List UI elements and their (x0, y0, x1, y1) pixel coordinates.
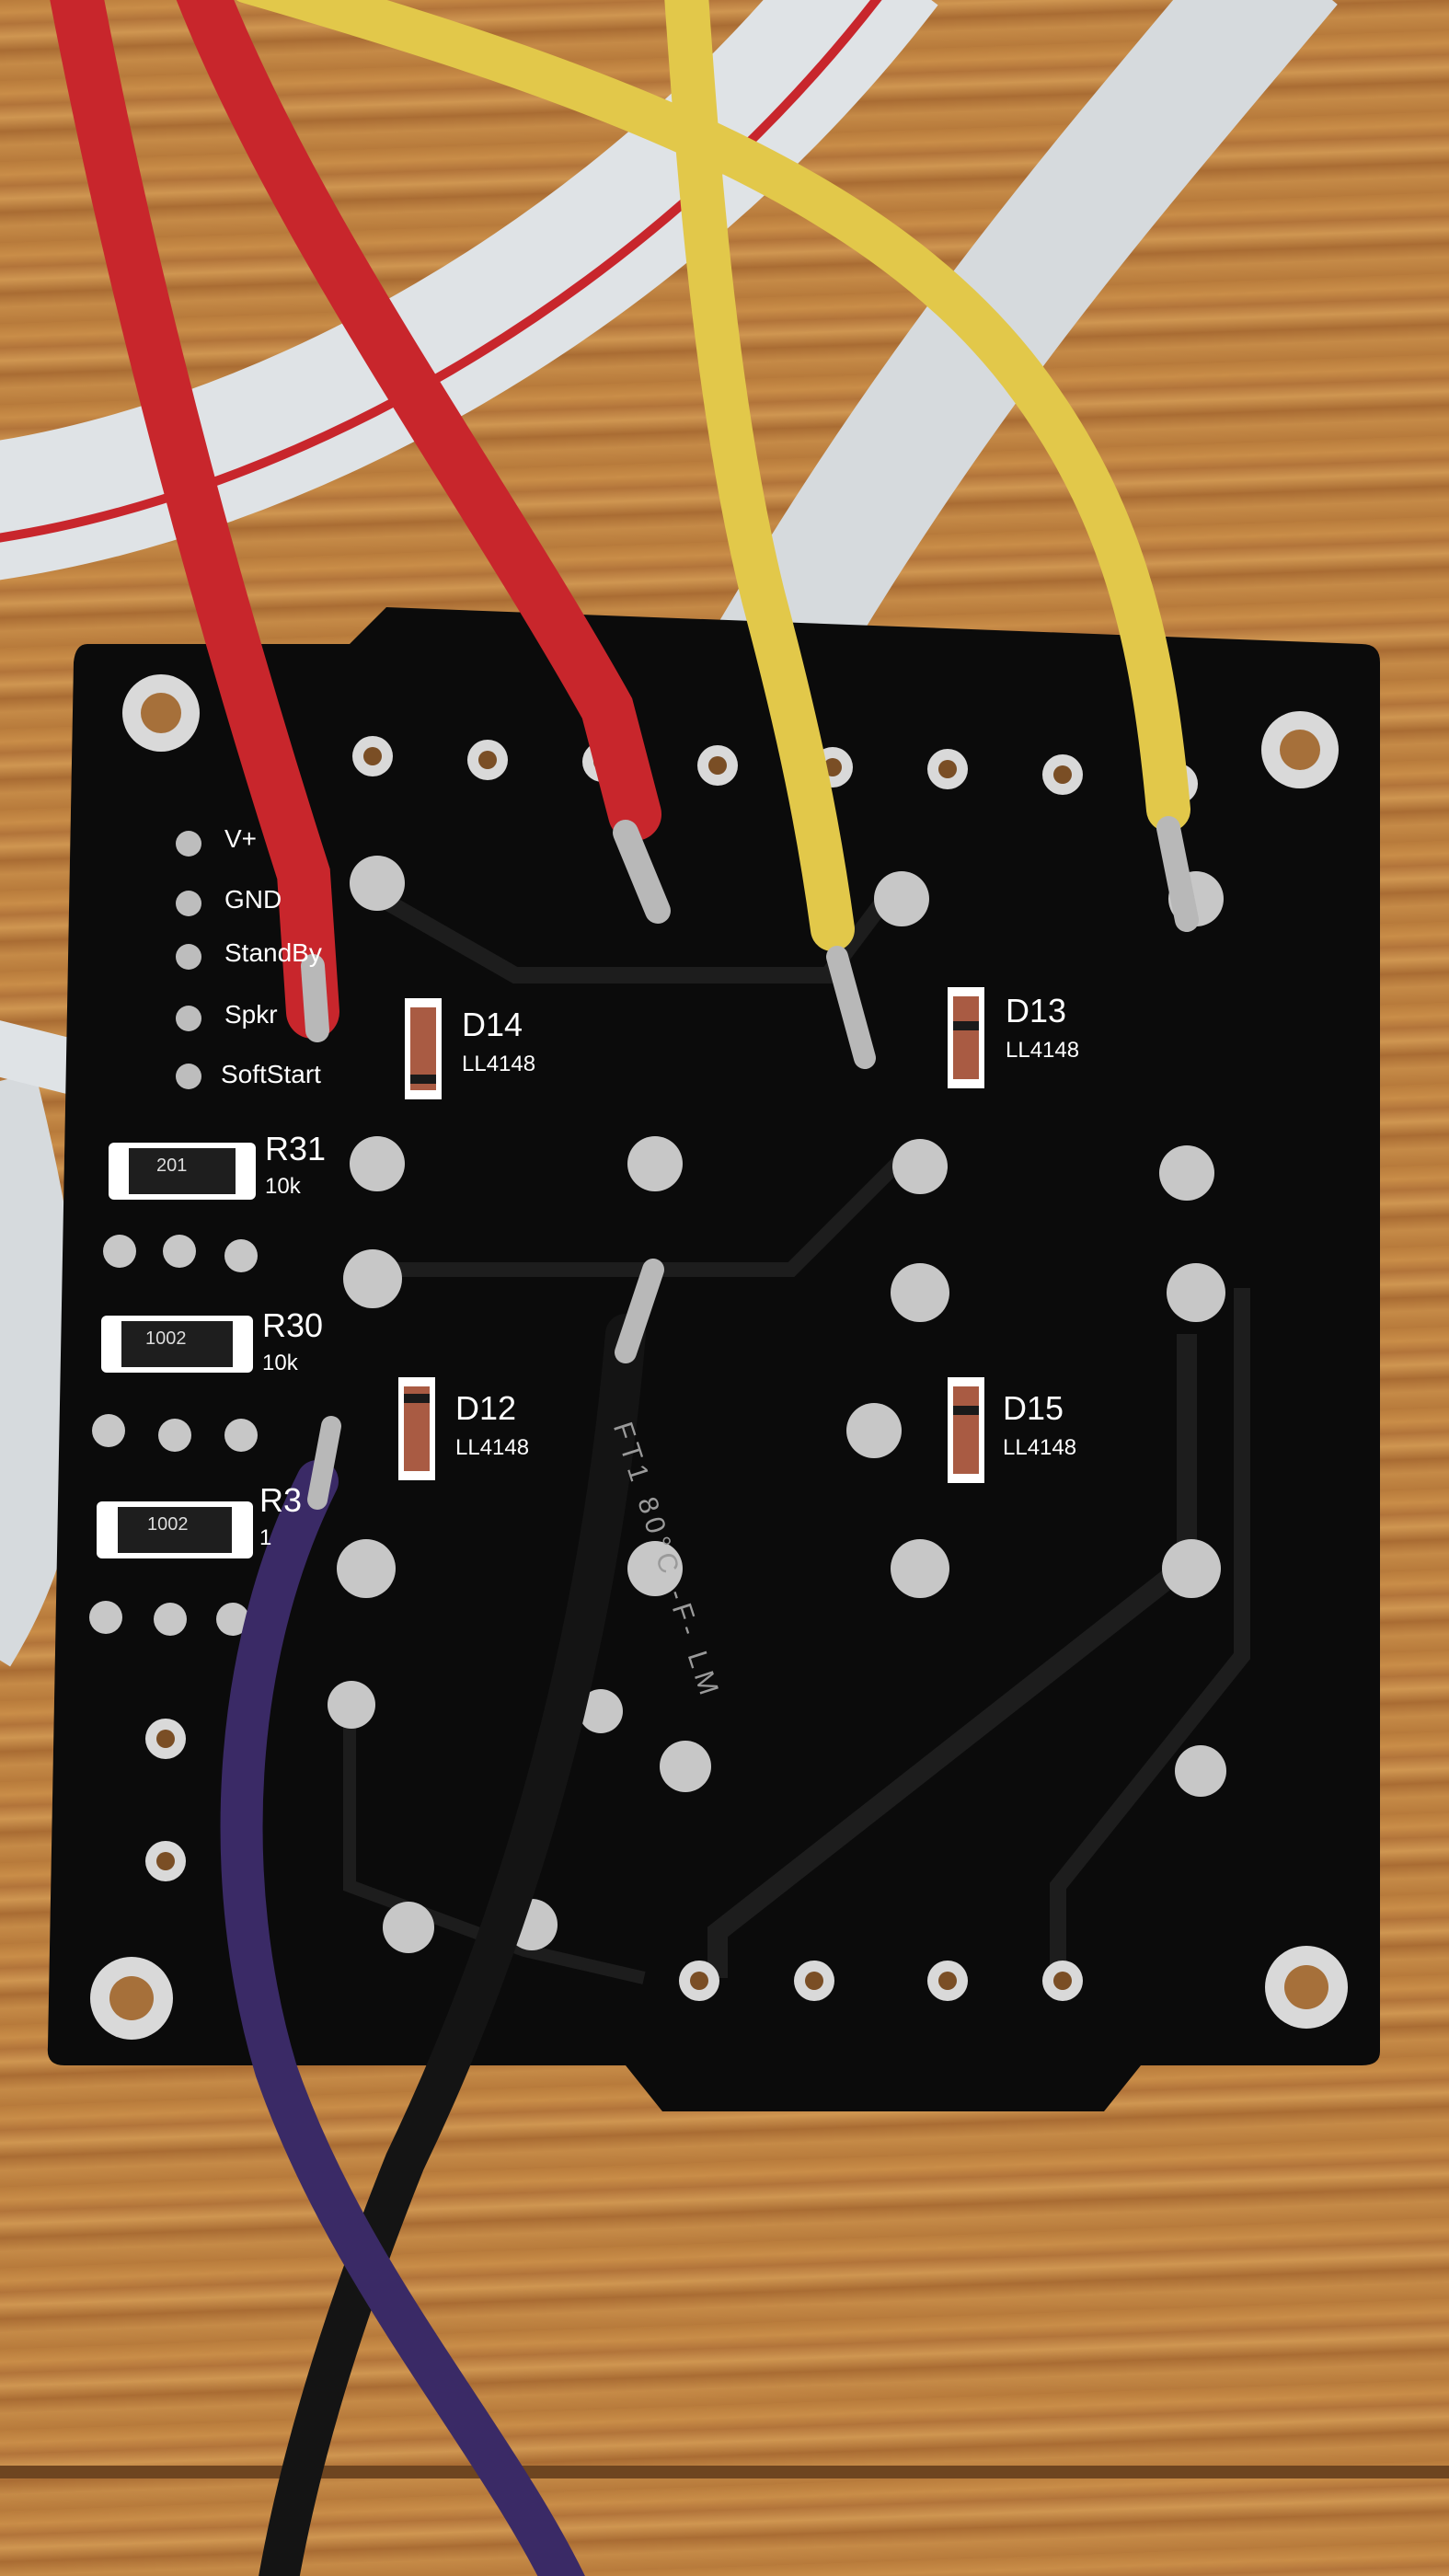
header-pads-top (352, 736, 1198, 804)
diode-d13 (948, 987, 984, 1088)
r31-ref-label: R31 (265, 1130, 327, 1167)
solder-joints (89, 856, 1226, 1953)
r3x-ref-label: R3 (259, 1481, 303, 1519)
ribbon-cable (0, 0, 1338, 1667)
wire-red-1 (50, 0, 339, 1042)
r3x-marking: 1002 (147, 1514, 189, 1535)
r31-marking: 201 (156, 1156, 188, 1176)
wire-purple (220, 1416, 585, 2576)
r30-marking: 1002 (145, 1328, 187, 1349)
r30-value-label: 10k (262, 1351, 298, 1375)
mounting-holes (90, 674, 1348, 2040)
r3x-value-label: 1 (259, 1525, 272, 1550)
r31-value-label: 10k (265, 1174, 301, 1199)
wire-red-2 (176, 0, 671, 924)
pin-header-pads (176, 831, 201, 1089)
pcb-board (47, 607, 1380, 2111)
header-pads-bottom (145, 1719, 1083, 2001)
pin-label-spkr: Spkr (224, 1000, 278, 1029)
d15-ref-label: D15 (1003, 1389, 1064, 1427)
resistor-r30 (101, 1316, 253, 1373)
wire-black (259, 1259, 664, 2576)
resistor-r3x (97, 1501, 253, 1558)
d15-value-label: LL4148 (1003, 1435, 1077, 1460)
d12-ref-label: D12 (455, 1389, 517, 1427)
d13-ref-label: D13 (1006, 992, 1067, 1029)
plank-gap (0, 2466, 1449, 2478)
d12-value-label: LL4148 (455, 1435, 530, 1460)
wire-yellow-1 (236, 0, 1199, 932)
d14-value-label: LL4148 (462, 1052, 536, 1076)
diode-d15 (948, 1377, 984, 1483)
d14-ref-label: D14 (462, 1006, 523, 1043)
d13-value-label: LL4148 (1006, 1038, 1080, 1063)
resistor-r31 (109, 1143, 256, 1200)
pin-label-softstart: SoftStart (221, 1060, 321, 1088)
wire-yellow-2 (664, 0, 876, 1069)
diode-d14 (405, 998, 442, 1099)
pin-label-v-plus: V+ (224, 824, 258, 853)
pin-label-standby: StandBy (224, 938, 322, 967)
r30-ref-label: R30 (262, 1306, 324, 1344)
diode-d12 (398, 1377, 435, 1480)
pin-label-gnd: GND (224, 885, 282, 914)
